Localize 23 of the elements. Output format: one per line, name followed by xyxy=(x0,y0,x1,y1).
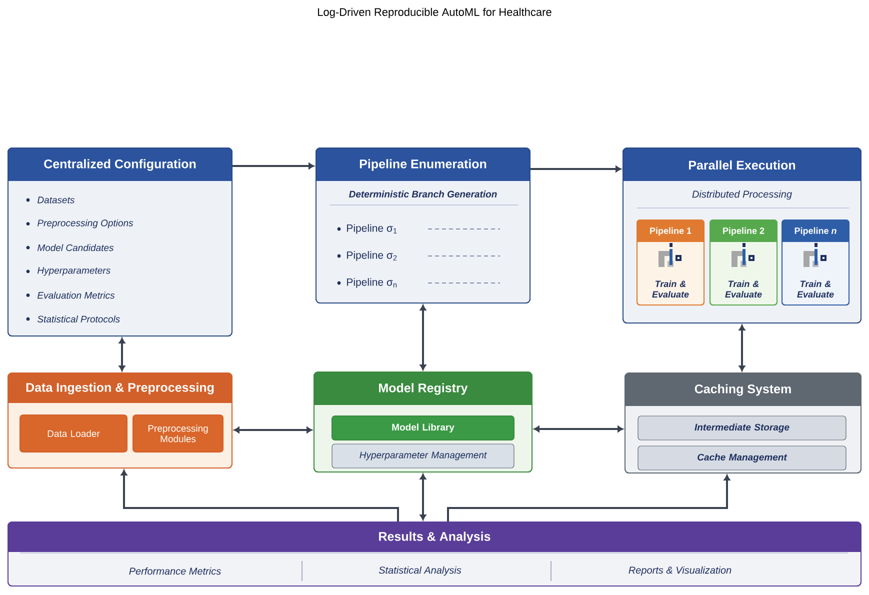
arrow xyxy=(118,338,126,372)
library-box: Model Library xyxy=(332,416,514,440)
arrow xyxy=(420,474,426,520)
storage-box: Cache Management xyxy=(638,446,846,470)
module-box: Data Loader xyxy=(20,414,128,452)
pipeline-card: Pipeline 1 Train & Evaluate xyxy=(636,220,704,306)
title: Log-Driven Reproducible AutoML for Healthcare xyxy=(318,8,552,18)
arrow xyxy=(534,426,624,432)
module-box: Preprocessing Modules xyxy=(132,414,224,452)
config-panel: Centralized Configuration Datasets Preprocessing Options Model Candidates Hyperparameters Evaluation Metrics Statistical Protocols xyxy=(8,148,232,336)
enumeration-panel: Pipeline Enumeration Deterministic Branch Generation Pipeline σ$_{1}$ Pipeline σ$_{2}$ Pipeline σ$_{n}$ xyxy=(316,148,530,304)
arrow xyxy=(120,470,399,522)
arrow xyxy=(234,426,312,434)
management-box: Hyperparameter Management xyxy=(332,444,514,468)
pipeline-card: Pipeline n Train & Evaluate xyxy=(782,220,850,306)
pipeline-card: Pipeline 2 Train & Evaluate xyxy=(710,220,778,306)
arrow xyxy=(738,324,746,372)
results-panel: Results & Analysis Performance Metrics Statistical Analysis Reports & Visualization xyxy=(8,522,862,586)
arrow xyxy=(420,304,426,370)
arrow xyxy=(447,474,730,522)
storage-box: Intermediate Storage xyxy=(638,416,846,440)
arrow xyxy=(232,162,314,170)
arrow xyxy=(530,166,622,172)
